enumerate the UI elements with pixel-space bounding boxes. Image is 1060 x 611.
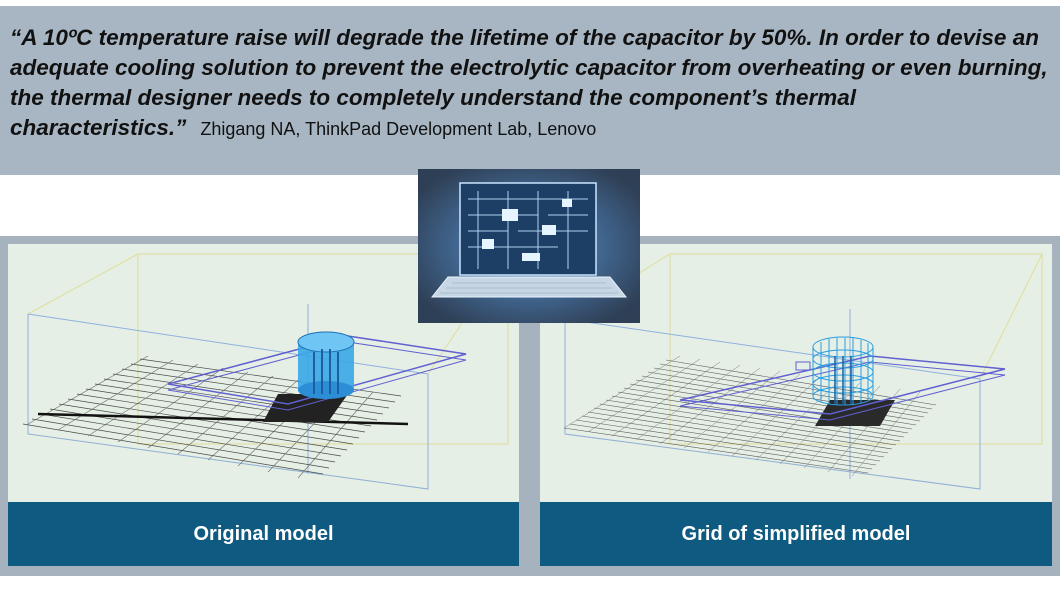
laptop-thumbnail bbox=[418, 169, 640, 323]
laptop-circuit-image bbox=[418, 169, 640, 323]
quote-attribution: Zhigang NA, ThinkPad Development Lab, Le… bbox=[200, 119, 597, 139]
quote-box: “A 10ºC temperature raise will degrade t… bbox=[0, 6, 1060, 175]
original-model-caption: Original model bbox=[8, 502, 519, 566]
simplified-model-panel: Grid of simplified model bbox=[540, 244, 1052, 566]
quote-body: “A 10ºC temperature raise will degrade t… bbox=[10, 25, 1048, 140]
quote-text: “A 10ºC temperature raise will degrade t… bbox=[10, 23, 1055, 144]
simplified-model-caption: Grid of simplified model bbox=[540, 502, 1052, 566]
